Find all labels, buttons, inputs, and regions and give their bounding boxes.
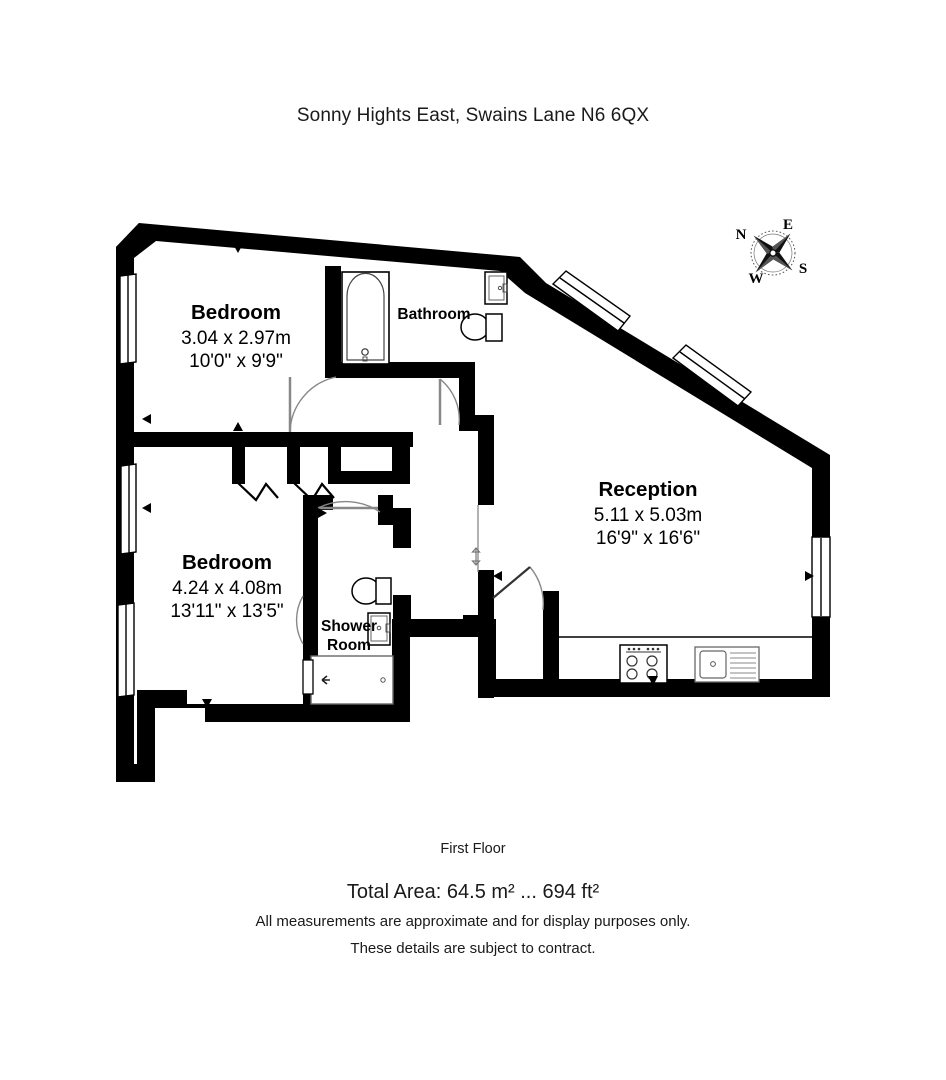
shower-toilet [351,577,392,605]
total-area-label: Total Area: 64.5 m² ... 694 ft² [346,881,600,903]
wall-showerroom-left [303,508,318,704]
window-bedroom2-left-lower [117,602,135,698]
door-reception-entry-leaf [492,566,531,599]
wall-showerroom-right-lower [393,595,411,637]
fixtures [302,271,812,705]
wall-bathroom-bottom [325,362,475,378]
reception-metric: 5.11 x 5.03m [594,505,702,526]
marker-hall-right [318,508,327,518]
wardrobe-door-1 [237,482,279,502]
bedroom-1-metric: 3.04 x 2.97m [181,328,291,349]
marker-bedroom2-bottom [202,699,212,708]
wall-reception-left-upper [478,430,494,505]
wardrobe-door-2 [293,482,335,502]
windows [117,270,831,698]
door-bedroom1-arc [289,376,337,433]
compass-rose: N E S W [736,217,808,287]
wall-corridor-top-right [322,432,413,447]
marker-hall-door [387,510,396,520]
door-bathroom-arc [439,378,460,426]
marker-bedroom2-left [142,503,151,513]
marker-reception-left [493,571,502,581]
bedroom-1-imperial: 10'0" x 9'9" [189,351,283,372]
marker-bedroom1-bottom [233,422,243,431]
doors [288,376,545,645]
bedroom-2-imperial: 13'11" x 13'5" [170,601,283,622]
reception-imperial: 16'9" x 16'6" [596,528,700,549]
window-reception-angled-upper [551,270,632,332]
wall-reception-entry-stub [463,615,479,631]
marker-reception-right [805,571,814,581]
marker-corridor-top [206,434,216,443]
window-reception-angled-lower [671,344,753,407]
wall-showerroom-top-right [378,495,393,525]
wardrobe-doors [237,482,335,502]
window-bedroom1-left [119,273,137,365]
disclaimer-line-2: These details are subject to contract. [350,940,596,957]
kitchen-hob [619,644,668,684]
window-reception-right [811,536,831,618]
wall-bedroom1-bathroom [325,266,341,376]
marker-reception-angled [645,357,655,366]
compass-label-e: E [783,217,793,233]
marker-kitchen-hob [648,676,658,686]
shower-room-name-line1: Shower [321,618,377,635]
bathroom-sink [484,271,508,305]
door-bedroom2-arc [295,595,304,645]
page-title: Sonny Hights East, Swains Lane N6 6QX [296,105,650,126]
wall-bathroom-right [459,362,475,430]
bedroom-2-metric: 4.24 x 4.08m [172,578,282,599]
wall-wardrobe-left [232,440,245,484]
bedroom-1-name: Bedroom [191,301,281,324]
disclaimer-line-1: All measurements are approximate and for… [255,913,691,930]
wall-wardrobe-mid [287,440,300,484]
hall-direction-indicator [471,505,481,572]
bathroom-toilet [460,313,503,342]
bathroom-name: Bathroom [397,306,470,323]
bedroom-2-name: Bedroom [182,551,272,574]
floor-label: First Floor [440,841,506,857]
reception-name: Reception [598,478,697,501]
door-reception-entry-arc [529,566,545,611]
wall-entry-partition [543,591,559,697]
wall-entry-partition-top [543,591,559,601]
shower-sink [367,612,391,646]
view-direction-markers [142,244,814,708]
compass-label-n: N [736,227,747,243]
wall-showerroom-right [393,508,411,548]
marker-bedroom1-top [233,244,243,253]
bath-tub [341,271,390,365]
kitchen-sink [694,646,760,683]
wall-reception-left-lower [478,570,494,698]
window-bedroom2-left-upper [120,463,137,555]
marker-bedroom1-left [142,414,151,424]
shower-tray [302,655,394,705]
wall-cupboard-bottom [328,471,410,484]
shower-room-name-line2: Room [327,637,371,654]
compass-label-s: S [799,261,807,277]
compass-label-w: W [749,271,764,287]
room-labels: Bedroom 3.04 x 2.97m 10'0" x 9'9" Bedroo… [170,301,702,654]
